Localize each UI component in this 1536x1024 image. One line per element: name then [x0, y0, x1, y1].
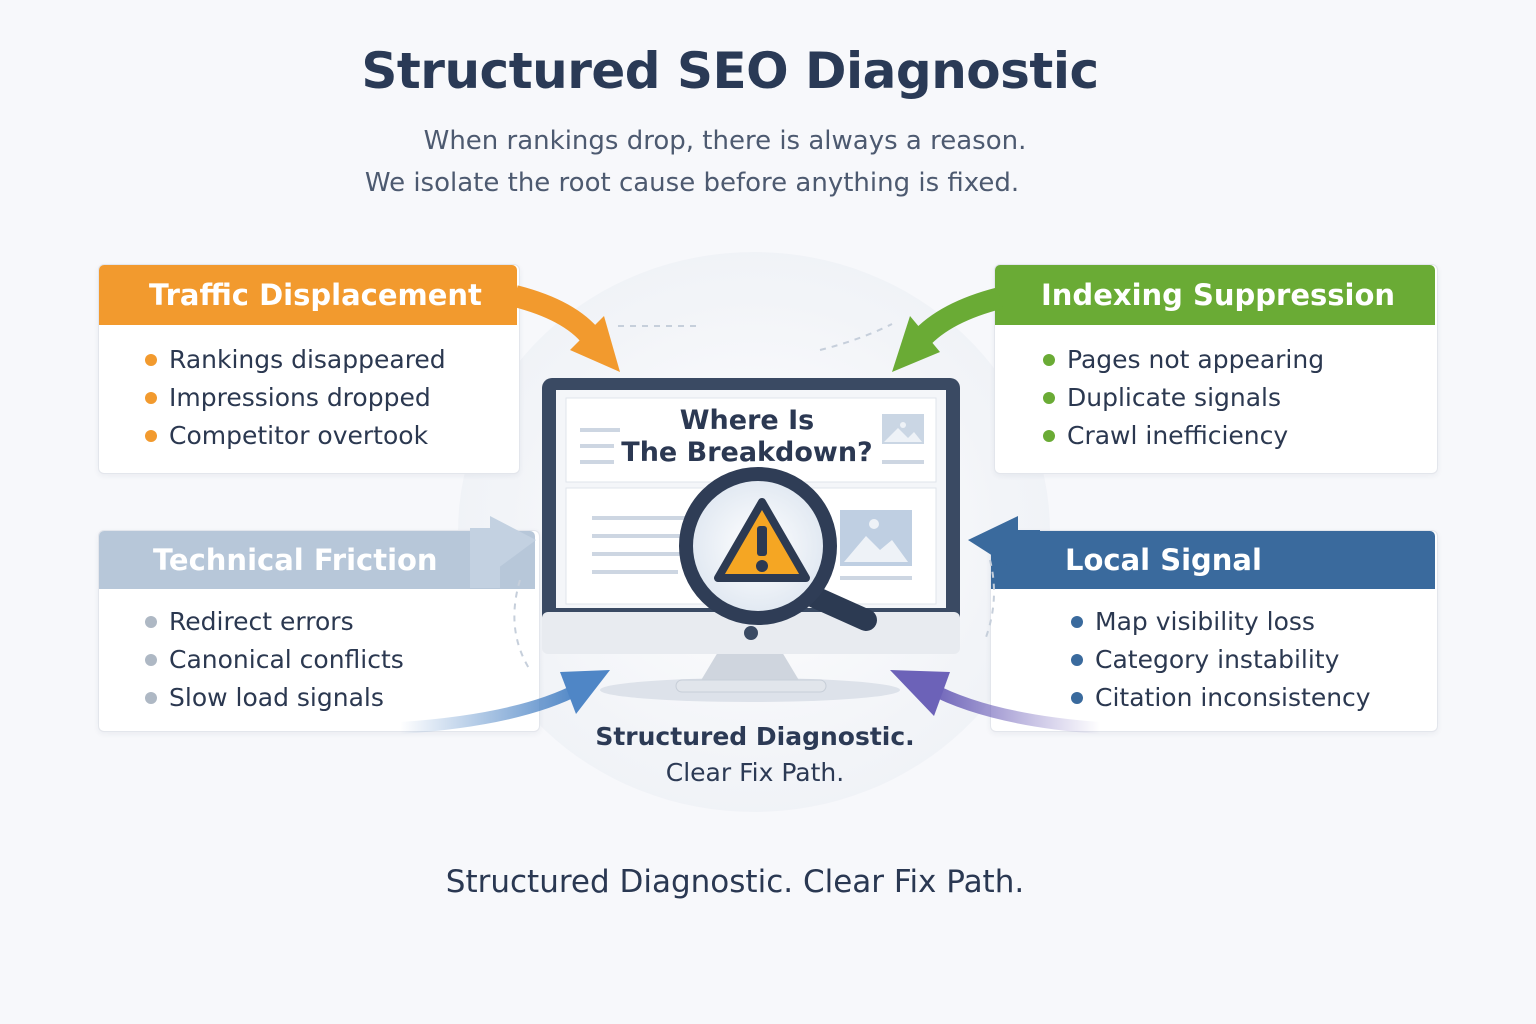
card-traffic-displacement: Traffic Displacement Rankings disappeare… [98, 264, 520, 474]
list-item-label: Rankings disappeared [169, 345, 446, 374]
warning-icon [714, 498, 810, 582]
card-indexing-title: Indexing Suppression [995, 265, 1435, 325]
bullet-dot [145, 616, 157, 628]
card-traffic-title: Traffic Displacement [99, 265, 517, 325]
subtitle-line-1: When rankings drop, there is always a re… [423, 126, 1027, 156]
list-item-label: Slow load signals [169, 683, 384, 712]
image-placeholder-icon [840, 510, 912, 566]
card-indexing-list: Pages not appearing Duplicate signals Cr… [1043, 341, 1324, 455]
list-item-label: Canonical conflicts [169, 645, 404, 674]
monitor-question-line-1: Where Is [679, 405, 815, 436]
list-item-label: Crawl inefficiency [1067, 421, 1289, 450]
card-indexing-suppression: Indexing Suppression Pages not appearing… [994, 264, 1438, 474]
bullet-dot [1071, 654, 1083, 666]
arrow-icon [892, 287, 1003, 372]
list-item-label: Map visibility loss [1095, 607, 1315, 636]
list-item-label: Impressions dropped [169, 383, 431, 412]
monitor-question-line-2: The Breakdown? [621, 437, 873, 468]
bullet-dot [145, 654, 157, 666]
bullet-dot [1043, 430, 1055, 442]
dashed-guide [513, 579, 531, 671]
list-item-label: Category instability [1095, 645, 1340, 674]
card-local-list: Map visibility loss Category instability… [1071, 603, 1371, 717]
subtitle-line-2: We isolate the root cause before anythin… [364, 168, 1020, 198]
power-button-icon [744, 626, 758, 640]
card-technical-friction: Technical Friction Redirect errors Canon… [98, 530, 540, 732]
card-technical-title: Technical Friction [99, 531, 535, 589]
center-caption-line-1: Structured Diagnostic. [595, 722, 915, 751]
bullet-dot [1043, 354, 1055, 366]
monitor-stand [675, 652, 827, 693]
card-local-title: Local Signal Breakdown [991, 531, 1435, 635]
bullet-dot [1071, 692, 1083, 704]
list-item: Impressions dropped [145, 379, 446, 417]
bullet-dot [145, 692, 157, 704]
arrow-icon [968, 516, 1040, 588]
bullet-dot [145, 354, 157, 366]
list-item: Pages not appearing [1043, 341, 1324, 379]
page-title: Structured SEO Diagnostic [361, 42, 1099, 100]
arrow-icon [512, 285, 620, 372]
list-item: Citation inconsistency [1071, 679, 1371, 717]
list-item-label: Competitor overtook [169, 421, 429, 450]
list-item-label: Pages not appearing [1067, 345, 1325, 374]
list-item: Category instability [1071, 641, 1371, 679]
list-item: Competitor overtook [145, 417, 446, 455]
bullet-dot [145, 430, 157, 442]
list-item: Rankings disappeared [145, 341, 446, 379]
arrow-icon [470, 516, 536, 588]
list-item: Crawl inefficiency [1043, 417, 1324, 455]
list-item-label: Redirect errors [169, 607, 354, 636]
card-traffic-list: Rankings disappeared Impressions dropped… [145, 341, 446, 455]
list-item: Redirect errors [145, 603, 404, 641]
dashed-guide [819, 323, 893, 351]
list-item: Map visibility loss [1071, 603, 1371, 641]
image-placeholder-icon [882, 414, 924, 444]
bullet-dot [145, 392, 157, 404]
card-local-signal-breakdown: Local Signal Breakdown Map visibility lo… [990, 530, 1438, 732]
card-technical-list: Redirect errors Canonical conflicts Slow… [145, 603, 404, 717]
list-item-label: Duplicate signals [1067, 383, 1282, 412]
center-caption-line-2: Clear Fix Path. [665, 758, 845, 787]
list-item: Canonical conflicts [145, 641, 404, 679]
bullet-dot [1043, 392, 1055, 404]
dashed-guide [984, 559, 995, 641]
list-item-label: Citation inconsistency [1095, 683, 1371, 712]
list-item: Duplicate signals [1043, 379, 1324, 417]
list-item: Slow load signals [145, 679, 404, 717]
footer-tagline: Structured Diagnostic. Clear Fix Path. [445, 864, 1025, 900]
bullet-dot [1071, 616, 1083, 628]
arrow-icon [890, 670, 1101, 734]
arrow-icon [399, 670, 610, 734]
